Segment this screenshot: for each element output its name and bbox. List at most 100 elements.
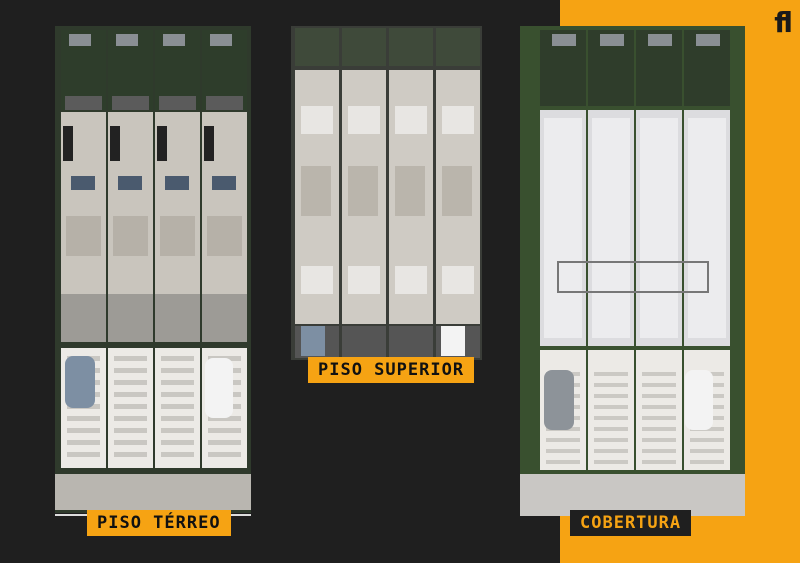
bed-shape <box>442 106 474 134</box>
paving-strip <box>546 438 580 442</box>
paving-strip <box>642 416 676 420</box>
living-room <box>108 294 153 342</box>
paving-strip <box>642 460 676 464</box>
paving-strip <box>690 438 724 442</box>
roof-plan <box>520 26 745 516</box>
skylight-frame <box>557 261 709 293</box>
paving-strip <box>67 452 100 457</box>
bed-shape <box>301 266 333 294</box>
roof-panel <box>592 118 630 338</box>
paving-strip <box>642 372 676 376</box>
kitchen-counter <box>157 126 167 161</box>
paving-strip <box>642 383 676 387</box>
paving-strip <box>594 383 628 387</box>
dining-table <box>71 176 95 190</box>
sofa-shape <box>163 34 185 46</box>
paving-strip <box>690 449 724 453</box>
paving-strip <box>161 368 194 373</box>
paving-strip <box>642 405 676 409</box>
living-room <box>61 294 106 342</box>
paving-strip <box>114 380 147 385</box>
paving-strip <box>161 416 194 421</box>
dining-table <box>165 176 189 190</box>
kitchen-counter <box>110 126 120 161</box>
paving-strip <box>642 394 676 398</box>
paving-strip <box>642 427 676 431</box>
bed-shape <box>348 106 380 134</box>
paving-strip <box>546 449 580 453</box>
staircase <box>442 166 472 216</box>
paving-strip <box>161 404 194 409</box>
kitchen-counter <box>63 126 73 161</box>
sofa-shape <box>600 34 624 46</box>
paving-strip <box>161 356 194 361</box>
kitchen-counter <box>204 126 214 161</box>
paving-strip <box>114 452 147 457</box>
staircase <box>207 216 242 256</box>
sofa-shape <box>552 34 576 46</box>
paving-strip <box>642 449 676 453</box>
paving-strip <box>161 380 194 385</box>
paving-strip <box>114 404 147 409</box>
terrace-area <box>436 28 480 66</box>
sofa-shape <box>648 34 672 46</box>
paving-strip <box>114 428 147 433</box>
brand-logo: fl <box>774 6 793 39</box>
paving-strip <box>114 416 147 421</box>
paving-strip <box>161 440 194 445</box>
bed-shape <box>442 266 474 294</box>
sofa-shape <box>696 34 720 46</box>
paving-strip <box>594 416 628 420</box>
terrace-area <box>389 28 433 66</box>
paving-strip <box>114 356 147 361</box>
paving-strip <box>208 416 241 421</box>
paving-strip <box>67 440 100 445</box>
paving-strip <box>594 394 628 398</box>
paving-strip <box>690 460 724 464</box>
stair-shape <box>159 96 196 110</box>
paving-strip <box>594 372 628 376</box>
stair-shape <box>112 96 149 110</box>
bed-shape <box>301 106 333 134</box>
car-blue <box>65 356 95 408</box>
roof-panel <box>544 118 582 338</box>
roof-panel <box>640 118 678 338</box>
label-piso-superior: PISO SUPERIOR <box>308 357 475 383</box>
sidewalk <box>520 474 745 516</box>
paving-strip <box>114 440 147 445</box>
living-room <box>155 294 200 342</box>
paving-strip <box>594 405 628 409</box>
paving-strip <box>594 460 628 464</box>
terrace-area <box>342 28 386 66</box>
ground-floor-plan <box>55 26 251 513</box>
paving-strip <box>594 438 628 442</box>
paving-strip <box>208 428 241 433</box>
paving-strip <box>594 427 628 431</box>
staircase <box>301 166 331 216</box>
paving-strip <box>594 449 628 453</box>
paving-strip <box>161 392 194 397</box>
staircase <box>348 166 378 216</box>
staircase <box>395 166 425 216</box>
sofa-shape <box>210 34 232 46</box>
upper-floor-plan <box>291 26 482 360</box>
paving-strip <box>67 416 100 421</box>
staircase <box>160 216 195 256</box>
paving-strip <box>67 428 100 433</box>
paving-strip <box>161 452 194 457</box>
paving-strip <box>642 438 676 442</box>
bed-shape <box>395 266 427 294</box>
paving-strip <box>208 452 241 457</box>
paving-strip <box>161 428 194 433</box>
paving-strip <box>114 368 147 373</box>
dining-table <box>118 176 142 190</box>
bed-shape <box>348 266 380 294</box>
car-blue <box>301 326 325 356</box>
paving-strip <box>114 392 147 397</box>
roof-edge <box>342 326 386 358</box>
stair-shape <box>65 96 102 110</box>
terrace-area <box>295 28 339 66</box>
paving-strip <box>208 440 241 445</box>
staircase <box>113 216 148 256</box>
paving-strip <box>546 460 580 464</box>
